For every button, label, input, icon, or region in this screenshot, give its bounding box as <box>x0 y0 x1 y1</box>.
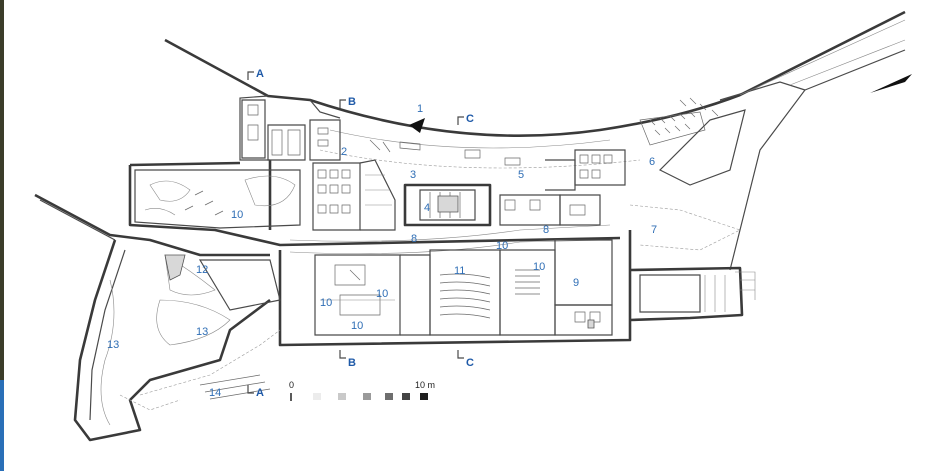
scale-start-label: 0 <box>289 380 294 390</box>
section-letter-c-bottom: C <box>466 357 474 369</box>
room-number-13-west: 13 <box>107 339 119 351</box>
room-number-3: 3 <box>410 169 416 181</box>
area-7-outline <box>629 204 741 251</box>
scale-swatch-4 <box>385 393 393 400</box>
west-wing <box>34 193 281 442</box>
lower-halls <box>314 239 613 336</box>
section-letter-b-bottom: B <box>348 357 356 369</box>
room-number-12: 12 <box>196 264 208 276</box>
room-number-8-east: 8 <box>543 224 549 236</box>
room-number-1: 1 <box>417 103 423 115</box>
room-number-10-se: 10 <box>376 288 388 300</box>
scale-bar: 0 10 m <box>289 380 435 401</box>
room-number-6: 6 <box>649 156 655 168</box>
room-number-9: 9 <box>573 277 579 289</box>
section-letter-a-top: A <box>256 68 264 80</box>
section-marker-c-top: C <box>457 113 474 125</box>
room-number-7: 7 <box>651 224 657 236</box>
hall-10-north <box>134 169 301 229</box>
central-core <box>403 183 492 227</box>
room-number-10-east: 10 <box>533 261 545 273</box>
room-number-5: 5 <box>518 169 524 181</box>
shop-area <box>499 149 626 226</box>
entrance-plaza <box>319 97 746 186</box>
section-letter-a-bottom: A <box>256 387 264 399</box>
room-number-10-south: 10 <box>351 320 363 332</box>
left-edge-blue-strip <box>0 380 4 471</box>
section-marker-a-bottom: A <box>247 385 264 399</box>
room-number-10-sw: 10 <box>320 297 332 309</box>
service-rooms <box>312 159 396 231</box>
scale-end-label: 10 m <box>415 380 435 390</box>
entrance-arrow-icon <box>409 118 425 133</box>
scale-swatch-2 <box>338 393 346 400</box>
section-marker-a-top: A <box>247 68 264 80</box>
room-labels: 1 2 3 4 5 6 7 8 8 9 10 10 10 10 10 10 11… <box>107 103 657 399</box>
left-edge-dark-strip <box>0 0 4 380</box>
corridor-8 <box>289 224 611 254</box>
section-marker-c-bottom: C <box>457 350 474 369</box>
scale-swatch-5 <box>402 393 410 400</box>
scale-swatch-6 <box>420 393 428 400</box>
section-letter-b-top: B <box>348 96 356 108</box>
room-number-10-north: 10 <box>231 209 243 221</box>
scale-swatch-3 <box>363 393 371 400</box>
room-number-8-west: 8 <box>411 233 417 245</box>
exterior-outline <box>128 10 906 347</box>
section-letter-c-top: C <box>466 113 474 125</box>
northwest-offices <box>241 99 341 161</box>
section-marker-b-bottom: B <box>339 350 356 369</box>
section-marker-b-top: B <box>339 96 356 108</box>
room-number-11: 11 <box>454 265 465 277</box>
room-number-2: 2 <box>341 146 347 158</box>
north-arrow-icon <box>870 74 912 93</box>
room-number-13-east: 13 <box>196 326 208 338</box>
room-number-10-corridor: 10 <box>496 240 508 252</box>
scale-swatch-1 <box>313 393 321 400</box>
room-number-14: 14 <box>209 387 221 399</box>
room-number-4: 4 <box>424 202 430 214</box>
